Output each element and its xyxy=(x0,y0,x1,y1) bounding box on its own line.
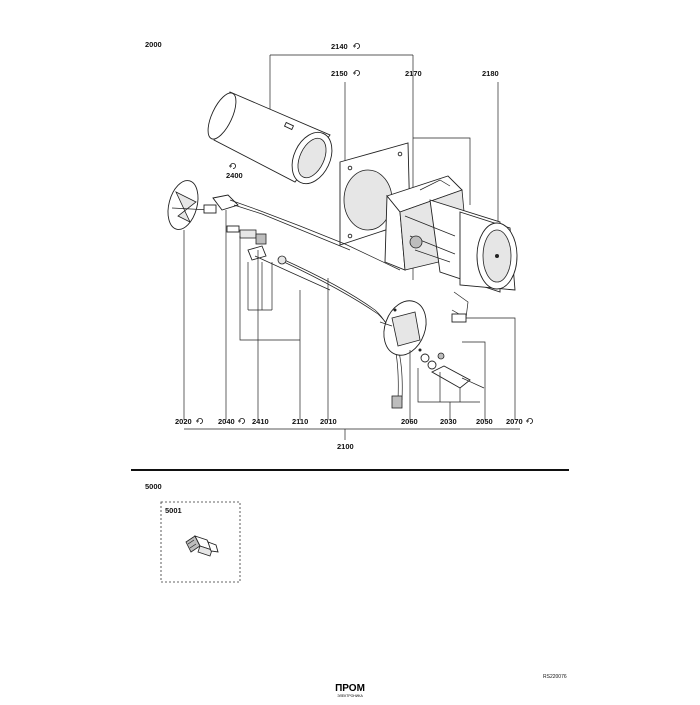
logo-main-text: ПРОМ xyxy=(335,683,365,694)
part-label-2400: 2400 xyxy=(226,171,243,180)
part-label-2150: 2150 xyxy=(331,69,348,78)
nozzle-assembly-2030 xyxy=(420,352,485,389)
spare-part-box xyxy=(160,501,241,583)
leader-2170-b xyxy=(413,137,471,205)
bottom-leaders xyxy=(183,210,520,440)
part-label-2010: 2010 xyxy=(320,417,337,426)
section-5000-title: 5000 xyxy=(145,482,162,491)
cover-tube-2140 xyxy=(207,91,333,185)
air-damper-disc-2020 xyxy=(167,180,217,230)
electrode-holder-2400 xyxy=(212,194,401,271)
nozzle-fitting-2040 xyxy=(226,225,267,245)
section-2000-title: 2000 xyxy=(145,40,162,49)
refresh-icon xyxy=(352,70,361,76)
spare-nozzle-5001 xyxy=(185,535,219,557)
refresh-icon xyxy=(352,43,361,49)
part-label-2050: 2050 xyxy=(476,417,493,426)
refresh-icon xyxy=(228,162,237,170)
refresh-icon xyxy=(525,417,533,425)
mounting-flange-2060 xyxy=(379,300,427,356)
part-label-2180: 2180 xyxy=(482,69,499,78)
section-divider xyxy=(131,469,569,471)
connector-2070 xyxy=(451,313,516,420)
logo-sub-text: ЭЛЕКТРОНИКА xyxy=(337,694,363,698)
document-reference: RS220076 xyxy=(543,674,567,680)
part-label-2100: 2100 xyxy=(337,442,354,451)
part-label-2060: 2060 xyxy=(401,417,418,426)
ignition-cables-2110 xyxy=(277,255,403,409)
electrode-2410 xyxy=(247,245,331,291)
part-label-2140: 2140 xyxy=(331,42,348,51)
refresh-icon xyxy=(195,417,204,425)
part-label-2070: 2070 xyxy=(506,417,523,426)
part-label-2030: 2030 xyxy=(440,417,457,426)
part-label-2110: 2110 xyxy=(292,417,308,426)
blast-tube-housing-2180 xyxy=(384,175,518,319)
part-label-2410: 2410 xyxy=(252,417,269,426)
company-logo: ПРОМ ЭЛЕКТРОНИКА xyxy=(335,683,365,698)
refresh-icon xyxy=(237,417,246,425)
part-label-5001: 5001 xyxy=(165,506,182,515)
part-label-2020: 2020 xyxy=(175,417,192,426)
part-label-2040: 2040 xyxy=(218,417,235,426)
